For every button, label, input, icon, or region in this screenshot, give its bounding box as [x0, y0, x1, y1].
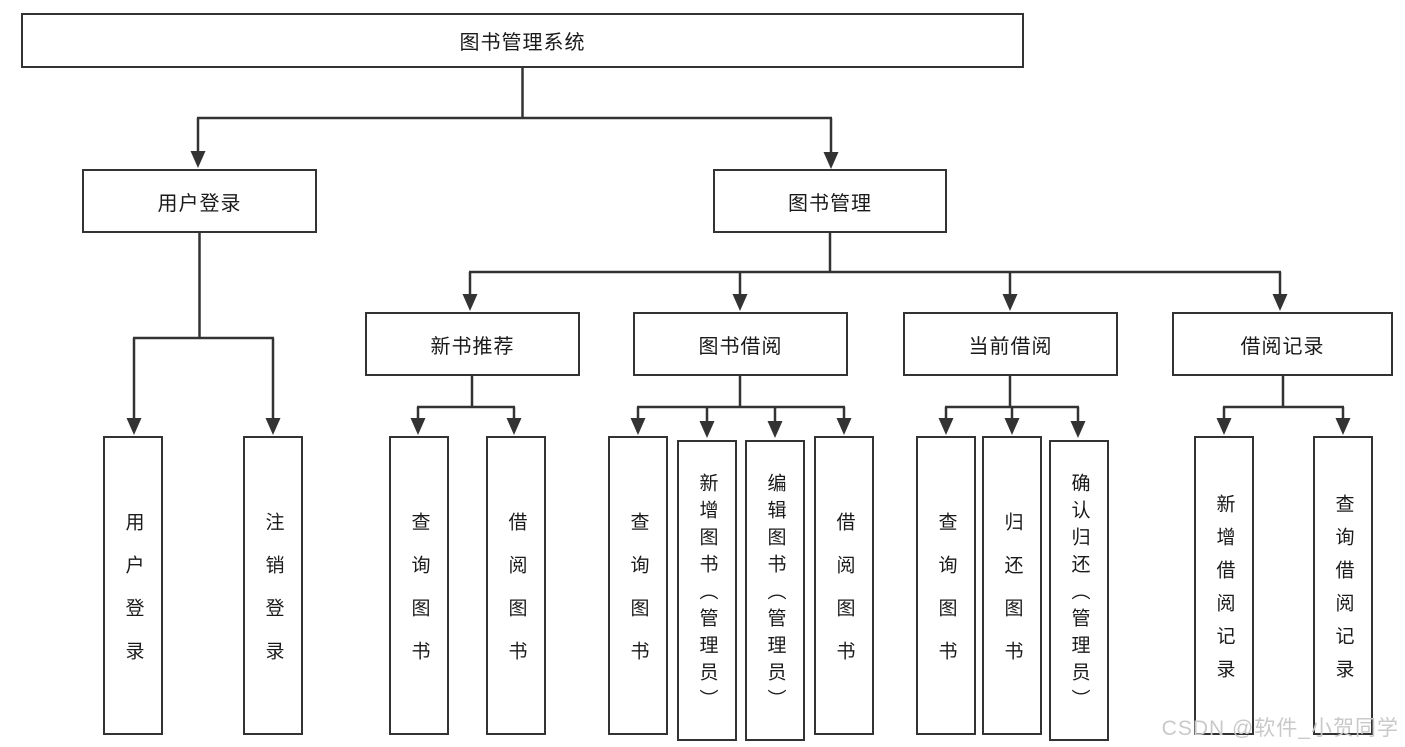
leaf-query-borrow-record: 查询借阅记录: [1313, 436, 1373, 735]
node-root-label: 图书管理系统: [459, 32, 586, 54]
node-current-borrowing: 当前借阅: [903, 312, 1118, 376]
node-book-borrowing: 图书借阅: [633, 312, 848, 376]
node-root: 图书管理系统: [21, 13, 1024, 68]
node-book-management-label: 图书管理: [788, 192, 872, 215]
connector-root: [190, 68, 839, 169]
leaf-logout: 注销登录: [243, 436, 303, 735]
leaf-return-books-label: 归还图书: [1001, 511, 1023, 684]
node-book-management: 图书管理: [713, 169, 947, 233]
leaf-user-login: 用户登录: [103, 436, 163, 735]
node-new-book-recommend: 新书推荐: [365, 312, 580, 376]
connector-new-book-branch: [410, 376, 522, 435]
leaf-confirm-return-admin-label: 确认归还（管理员）: [1068, 473, 1090, 716]
leaf-add-borrow-record: 新增借阅记录: [1194, 436, 1254, 735]
leaf-edit-books-admin: 编辑图书（管理员）: [745, 440, 805, 741]
leaf-recommend-query-books: 查询图书: [389, 436, 449, 735]
connector-book-borrow-branch: [630, 376, 852, 438]
connector-current-borrow-branch: [938, 376, 1086, 438]
leaf-add-books-admin-label: 新增图书（管理员）: [696, 473, 718, 716]
leaf-confirm-return-admin: 确认归还（管理员）: [1049, 440, 1109, 741]
node-book-borrowing-label: 图书借阅: [698, 335, 783, 358]
connector-user-login-branch: [126, 233, 281, 435]
node-borrow-records-label: 借阅记录: [1240, 335, 1325, 358]
leaf-query-borrow-record-label: 查询借阅记录: [1332, 493, 1354, 692]
leaf-add-borrow-record-label: 新增借阅记录: [1213, 493, 1235, 692]
leaf-user-login-label: 用户登录: [122, 511, 144, 684]
node-user-login-label: 用户登录: [157, 192, 242, 215]
watermark: CSDN @软件_小贺同学: [1161, 717, 1399, 740]
leaf-return-books: 归还图书: [982, 436, 1042, 735]
leaf-recommend-borrow-books-label: 借阅图书: [505, 511, 527, 684]
leaf-logout-label: 注销登录: [262, 511, 284, 684]
leaf-current-query-books-label: 查询图书: [935, 511, 957, 684]
node-new-book-recommend-label: 新书推荐: [430, 335, 515, 358]
connector-book-mgmt-branch: [462, 233, 1288, 311]
leaf-borrowing-query-books: 查询图书: [608, 436, 668, 735]
leaf-current-query-books: 查询图书: [916, 436, 976, 735]
leaf-borrowing-query-books-label: 查询图书: [627, 511, 649, 684]
node-current-borrowing-label: 当前借阅: [968, 335, 1053, 358]
connector-borrow-records-branch: [1216, 376, 1351, 435]
leaf-recommend-query-books-label: 查询图书: [408, 511, 430, 684]
leaf-add-books-admin: 新增图书（管理员）: [677, 440, 737, 741]
node-borrow-records: 借阅记录: [1172, 312, 1393, 376]
leaf-edit-books-admin-label: 编辑图书（管理员）: [764, 473, 786, 716]
leaf-borrowing-borrow-books: 借阅图书: [814, 436, 874, 735]
leaf-borrowing-borrow-books-label: 借阅图书: [833, 511, 855, 684]
leaf-recommend-borrow-books: 借阅图书: [486, 436, 546, 735]
node-user-login: 用户登录: [82, 169, 317, 233]
